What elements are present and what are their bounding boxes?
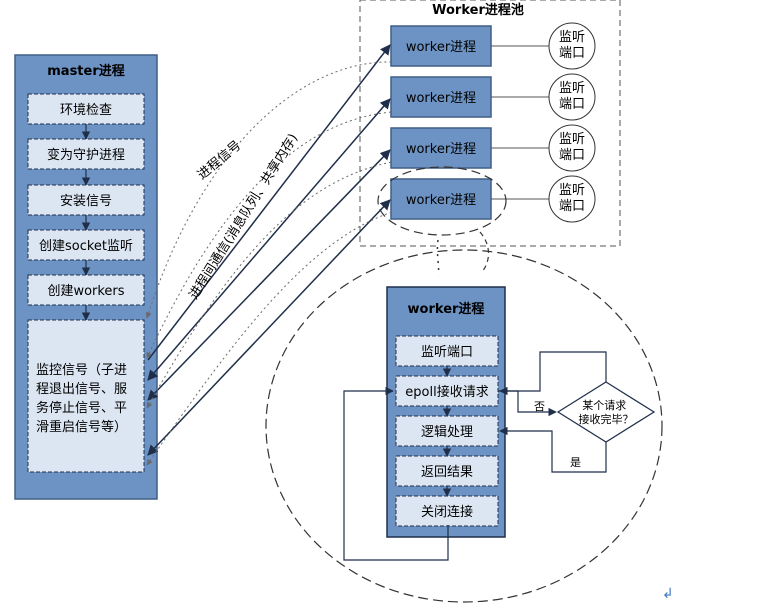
signal-links xyxy=(145,61,393,466)
detail-worker-title: worker进程 xyxy=(408,302,485,317)
decision-connectors xyxy=(498,351,607,473)
master-title: master进程 xyxy=(47,64,125,79)
decision-no-label: 否 xyxy=(534,400,545,413)
detail-step-label: epoll接收请求 xyxy=(405,384,488,400)
listen-port-circle xyxy=(548,124,596,172)
detail-step-label: 关闭连接 xyxy=(421,504,473,520)
detail-step-box xyxy=(395,415,499,447)
detail-step-label: 逻辑处理 xyxy=(421,425,473,440)
master-step-label: 创建workers xyxy=(47,284,124,299)
master-monitor-box xyxy=(27,319,145,473)
listen-port-circle xyxy=(548,22,596,70)
master-step-label: 创建socket监听 xyxy=(39,239,133,254)
close-loop-connector xyxy=(343,386,449,561)
zoom-connector-right xyxy=(479,231,490,273)
master-step-label: 变为守护进程 xyxy=(47,147,125,163)
worker-pool-title: Worker进程池 xyxy=(432,2,524,18)
listen-port-label: 监听端口 xyxy=(559,30,585,61)
worker-process-label: worker进程 xyxy=(406,40,476,55)
detail-step-box xyxy=(395,495,499,527)
master-step-box xyxy=(27,93,145,125)
worker-process-label: worker进程 xyxy=(406,193,476,208)
paragraph-return-icon: ↲ xyxy=(662,586,674,602)
worker-process-box xyxy=(390,25,492,67)
ipc-label: 进程间通信(消息队列、共享内存) xyxy=(186,131,301,302)
listen-port-circle xyxy=(548,73,596,121)
worker-process-box xyxy=(390,76,492,118)
listen-port-label: 监听端口 xyxy=(559,132,585,163)
listen-port-label: 监听端口 xyxy=(559,81,585,112)
zoom-connector xyxy=(436,239,440,276)
detail-step-label: 监听端口 xyxy=(421,345,473,360)
master-step-label: 安装信号 xyxy=(60,194,112,209)
detail-step-box xyxy=(395,335,499,367)
worker-process-label: worker进程 xyxy=(406,91,476,106)
decision-diamond xyxy=(556,381,656,443)
listen-port-label: 监听端口 xyxy=(559,183,585,214)
signal-label: 进程信号 xyxy=(195,138,244,183)
worker-process-box xyxy=(390,178,492,220)
decision-yes-label: 是 xyxy=(570,456,581,469)
ipc-links xyxy=(147,44,391,456)
detail-step-label: 返回结果 xyxy=(421,465,473,480)
decision-text: 某个请求 接收完毕？ xyxy=(579,399,634,426)
master-step-box xyxy=(27,229,145,261)
listen-port-circle xyxy=(548,175,596,223)
detail-step-box xyxy=(395,455,499,487)
master-monitor-text: 监控信号（子进 程退出信号、服 务停止信号、平 滑重启信号等） xyxy=(36,363,131,435)
master-step-label: 环境检查 xyxy=(60,103,112,118)
master-step-box xyxy=(27,184,145,216)
worker-pool-container xyxy=(359,0,621,247)
worker-process-label: worker进程 xyxy=(406,142,476,157)
